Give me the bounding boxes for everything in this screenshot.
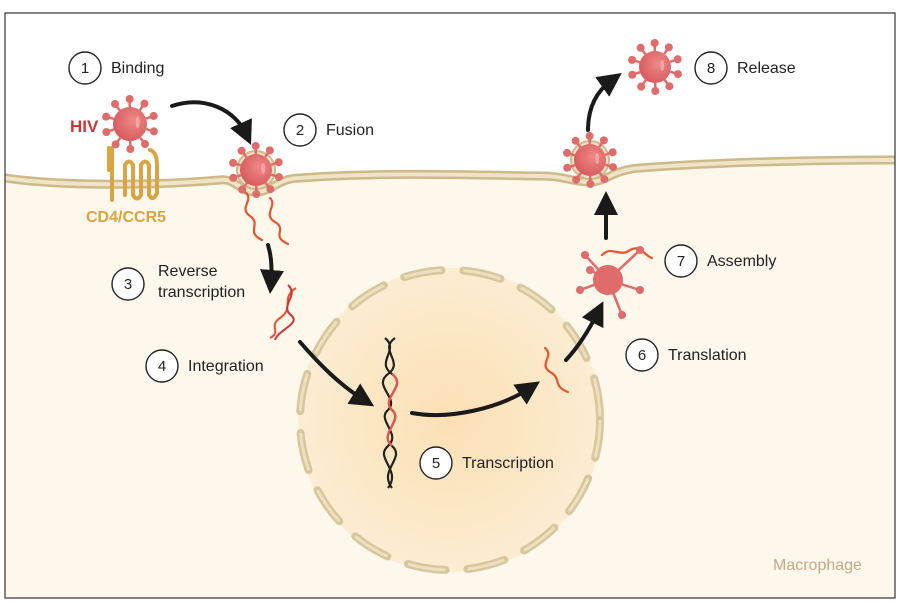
step-6: 6 Translation (625, 338, 747, 372)
cell-label: Macrophage (773, 557, 862, 574)
step-label: Assembly (707, 253, 776, 270)
step-number: 5 (432, 455, 440, 472)
arrow-rt-to-integration (298, 340, 375, 407)
step-label-line2: transcription (158, 284, 245, 301)
step-number-badge (68, 51, 102, 85)
step-number: 6 (638, 347, 646, 364)
step-label: Translation (668, 347, 747, 364)
step-number-badge (625, 338, 659, 372)
step-number-badge (283, 113, 317, 147)
step-3: 3 Reverse transcription (111, 263, 245, 301)
receptor-label: CD4/CCR5 (86, 209, 166, 226)
assembling-virion (576, 246, 644, 319)
step-label: Transcription (462, 455, 554, 472)
arrow-binding-to-fusion (170, 100, 252, 145)
arrow-translation (564, 301, 604, 362)
viral-rna (243, 190, 654, 394)
protein (607, 278, 641, 292)
arrows (170, 73, 622, 417)
step-number: 4 (158, 358, 166, 375)
step-number-badge (145, 349, 179, 383)
arrow-transcription (410, 381, 540, 417)
fusing-virion (229, 142, 283, 198)
step-number: 2 (296, 122, 304, 139)
step-label: Fusion (326, 122, 374, 139)
step-1: 1 Binding (68, 51, 164, 85)
step-label: Release (737, 60, 796, 77)
step-number: 3 (124, 276, 132, 293)
protein (579, 278, 609, 292)
step-number: 8 (707, 60, 715, 77)
frame (4, 12, 896, 599)
host-dna-with-integrated-provirus (381, 337, 399, 489)
cd4-ccr5-receptor (107, 146, 159, 202)
step-number: 1 (81, 60, 89, 77)
hiv-label: HIV (70, 117, 99, 136)
step-7: 7 Assembly (664, 244, 776, 278)
step-number-badge (419, 446, 453, 480)
step-label: Binding (111, 60, 164, 77)
step-2: 2 Fusion (283, 113, 374, 147)
step-5: 5 Transcription (419, 446, 554, 480)
reverse-transcribed-dna (269, 284, 297, 341)
hiv-virion (102, 95, 158, 153)
protein (584, 254, 609, 281)
protein (606, 279, 624, 316)
step-number-badge (111, 267, 145, 301)
budding-virion (563, 132, 617, 188)
released-virion (628, 39, 682, 95)
step-4: 4 Integration (145, 349, 264, 383)
step-number-badge (694, 51, 728, 85)
protein (607, 249, 641, 281)
step-number: 7 (677, 253, 685, 270)
arrow-fusion-to-rt (260, 243, 284, 294)
step-label: Reverse (158, 263, 218, 280)
step-8: 8 Release (694, 51, 796, 85)
arrow-release (586, 73, 622, 132)
nucleus (298, 268, 602, 572)
step-label: Integration (188, 358, 264, 375)
step-number-badge (664, 244, 698, 278)
